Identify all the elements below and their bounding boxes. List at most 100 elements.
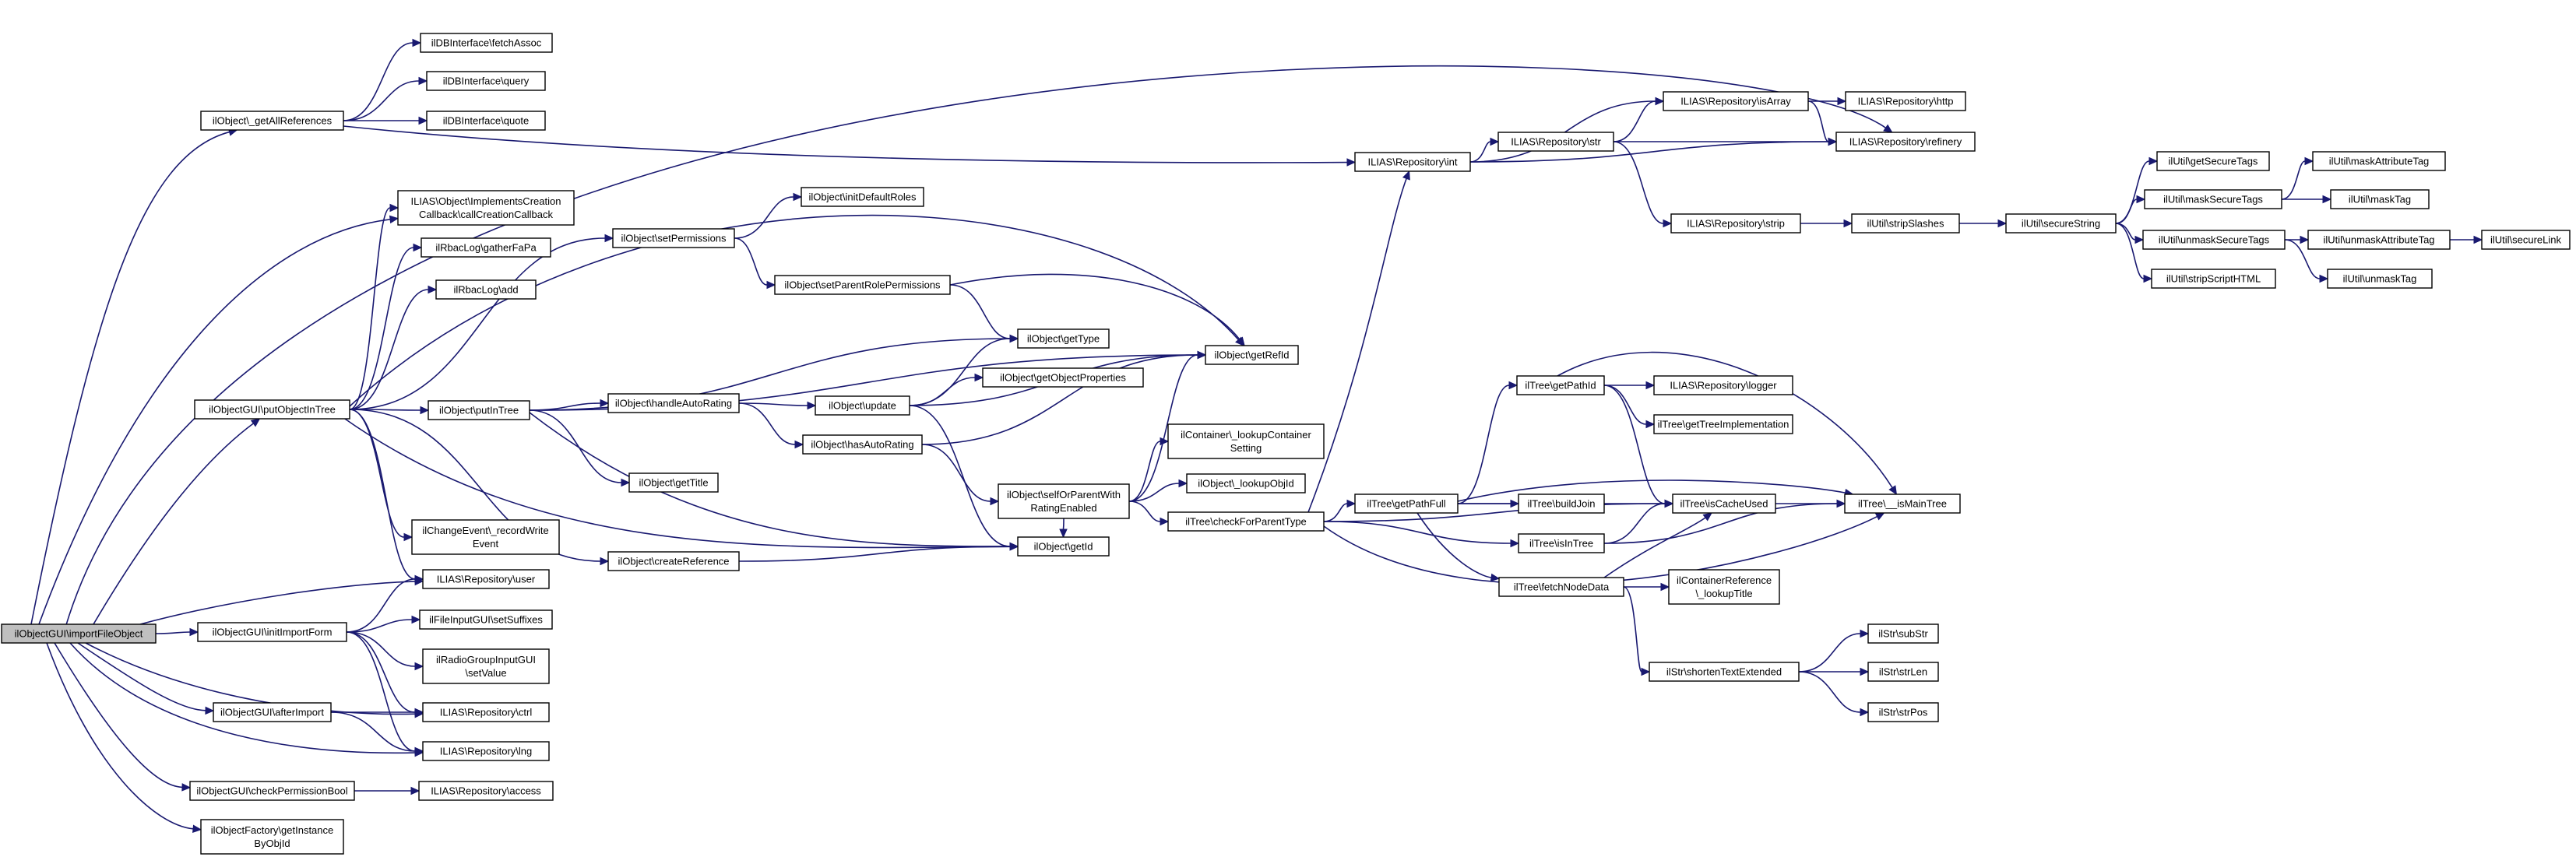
node-buildJoin[interactable]: ilTree\buildJoin [1518,493,1605,514]
node-strLen[interactable]: ilStr\strLen [1867,662,1939,682]
edge-selfOrParent-to-checkForParentType [1128,501,1170,526]
node-initImportForm[interactable]: ilObjectGUI\initImportForm [197,622,347,642]
node-getSecureTags[interactable]: ilUtil\getSecureTags [2156,151,2270,171]
node-lng[interactable]: ILIAS\Repository\lng [422,741,550,761]
node-afterImport[interactable]: ilObjectGUI\afterImport [213,702,332,722]
arrowhead-icon [600,399,610,408]
node-isCacheUsed[interactable]: ilTree\isCacheUsed [1672,493,1776,514]
node-stripSlashes[interactable]: ilUtil\stripSlashes [1851,213,1960,234]
edge-line [1062,518,1065,530]
edge-line [1557,351,1893,488]
node-getTreeImplementation[interactable]: ilTree\getTreeImplementation [1653,414,1793,434]
node-repoStr[interactable]: ILIAS\Repository\str [1497,132,1614,152]
node-box [801,187,924,207]
edge-secureString-to-stripScriptHTML [2115,223,2153,283]
node-maskAttributeTag[interactable]: ilUtil\maskAttributeTag [2312,151,2446,171]
node-isInTree[interactable]: ilTree\isInTree [1518,533,1605,553]
node-http[interactable]: ILIAS\Repository\http [1845,91,1966,111]
node-repoStrip[interactable]: ILIAS\Repository\strip [1670,213,1801,234]
node-logger[interactable]: ILIAS\Repository\logger [1653,375,1793,395]
node-putObjectInTree[interactable]: ilObjectGUI\putObjectInTree [194,399,350,420]
arrowhead-icon [411,615,421,624]
node-query[interactable]: ilDBInterface\query [426,71,546,91]
node-subStr[interactable]: ilStr\subStr [1867,623,1939,644]
edge-secureString-to-maskSecureTags [2115,195,2146,224]
node-getRefId[interactable]: ilObject\getRefId [1205,345,1299,365]
node-maskSecureTags[interactable]: ilUtil\maskSecureTags [2144,189,2282,209]
arrowhead-icon [807,401,817,410]
node-handleAutoRating[interactable]: ilObject\handleAutoRating [607,393,740,413]
arrowhead-icon [600,557,610,566]
node-label: ilStr\strPos [1879,707,1928,718]
edge-line [349,409,416,580]
node-label: ilObject\getObjectProperties [1000,372,1126,384]
node-quote[interactable]: ilDBInterface\quote [426,111,546,131]
node-isMainTree[interactable]: ilTree\__isMainTree [1844,493,1961,514]
node-getType[interactable]: ilObject\getType [1017,328,1110,349]
node-unmaskTag[interactable]: ilUtil\unmaskTag [2327,269,2433,289]
function-nodes: ilObjectGUI\importFileObject ilObject\_ge… [1,33,2571,855]
node-label: ilObject\_getAllReferences [213,115,333,127]
node-maskTag[interactable]: ilUtil\maskTag [2330,189,2430,209]
edge-afterImport-to-ctrl [331,708,424,717]
arrowhead-icon [1178,479,1188,488]
node-initDefaultRoles[interactable]: ilObject\initDefaultRoles [801,187,924,207]
node-radioSetValue[interactable]: ilRadioGroupInputGUI\setValue [422,648,550,684]
node-secureString[interactable]: ilUtil\secureString [2005,213,2117,234]
node-lookupTitle[interactable]: ilContainerReference\_lookupTitle [1668,569,1780,605]
node-secureLink[interactable]: ilUtil\secureLink [2481,230,2571,250]
node-access[interactable]: ILIAS\Repository\access [418,781,554,801]
node-setParentRolePermissions[interactable]: ilObject\setParentRolePermissions [774,275,951,295]
node-getId[interactable]: ilObject\getId [1017,536,1110,557]
node-stripScriptHTML[interactable]: ilUtil\stripScriptHTML [2151,269,2276,289]
node-importFileObject[interactable]: ilObjectGUI\importFileObject [1,623,157,644]
node-getPathId[interactable]: ilTree\getPathId [1516,375,1605,395]
node-isArray[interactable]: ILIAS\Repository\isArray [1663,91,1809,111]
node-hasAutoRating[interactable]: ilObject\hasAutoRating [802,434,923,455]
edge-line [1603,503,1666,544]
node-box [420,33,553,53]
node-shortenTextExtended[interactable]: ilStr\shortenTextExtended [1649,662,1800,682]
node-checkForParentType[interactable]: ilTree\checkForParentType [1167,511,1325,532]
node-lookupObjId[interactable]: ilObject\_lookupObjId [1186,473,1306,493]
arrowhead-icon [1874,512,1885,521]
node-box [1354,152,1471,172]
arrowhead-icon [1860,667,1870,676]
node-repoInt[interactable]: ILIAS\Repository\int [1354,152,1471,172]
node-gatherFaPa[interactable]: ilRbacLog\gatherFaPa [421,237,551,258]
node-checkPermissionBool[interactable]: ilObjectGUI\checkPermissionBool [189,781,355,801]
node-getPathFull[interactable]: ilTree\getPathFull [1354,493,1459,514]
arrowhead-icon [1160,517,1170,526]
node-setSuffixes[interactable]: ilFileInputGUI\setSuffixes [419,609,553,630]
node-box [1653,375,1793,395]
node-fetchNodeData[interactable]: ilTree\fetchNodeData [1498,577,1624,597]
node-box [426,71,546,91]
node-label: ilDBInterface\fetchAssoc [431,37,542,49]
node-getTitle[interactable]: ilObject\getTitle [628,472,719,493]
node-fetchAssoc[interactable]: ilDBInterface\fetchAssoc [420,33,553,53]
node-update[interactable]: ilObject\update [815,395,910,416]
node-getObjectProperties[interactable]: ilObject\getObjectProperties [982,367,1144,388]
node-refinery[interactable]: ILIAS\Repository\refinery [1835,132,1976,152]
node-ctrl[interactable]: ILIAS\Repository\ctrl [422,702,550,722]
edge-line [738,546,1011,562]
node-unmaskAttributeTag[interactable]: ilUtil\unmaskAttributeTag [2307,230,2451,250]
edge-putObjectInTree-to-user [349,409,424,584]
node-setPermissions[interactable]: ilObject\setPermissions [612,228,735,248]
node-callCreationCallback[interactable]: ILIAS\Object\ImplementsCreationCallback\… [397,190,575,226]
node-rbacAdd[interactable]: ilRbacLog\add [435,279,537,300]
edge-line [69,642,416,754]
node-strPos[interactable]: ilStr\strPos [1867,702,1939,722]
arrowhead-icon [1655,97,1665,106]
node-getAllReferences[interactable]: ilObject\_getAllReferences [200,111,344,131]
node-putInTree[interactable]: ilObject\putInTree [428,400,530,420]
arrowhead-icon [1160,437,1170,446]
edge-line [139,581,416,625]
node-user[interactable]: ILIAS\Repository\user [422,569,550,589]
node-unmaskSecureTags[interactable]: ilUtil\unmaskSecureTags [2142,230,2286,250]
node-createReference[interactable]: ilObject\createReference [607,551,740,571]
